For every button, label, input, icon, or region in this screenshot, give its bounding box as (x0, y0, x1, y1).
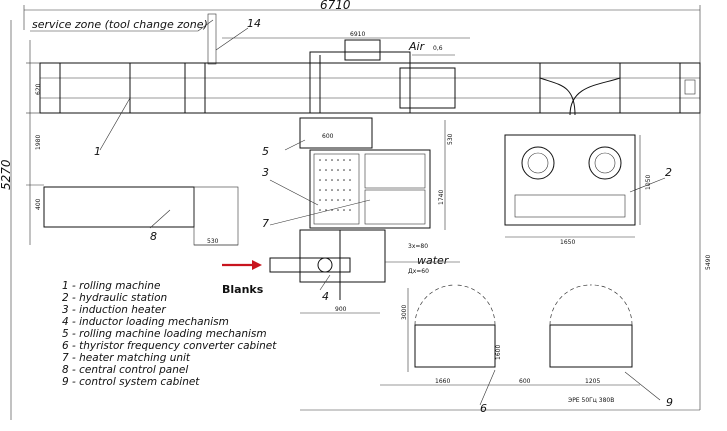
blanks-arrow-head (252, 260, 262, 270)
legend-item-2: 2 - hydraulic station (62, 292, 167, 304)
dim-5490: 5490 (705, 255, 712, 270)
callout-4: 4 (322, 290, 329, 303)
dim-1600: 1600 (495, 345, 502, 360)
dim-3000: 3000 (401, 305, 408, 320)
callout-8: 8 (150, 230, 157, 243)
induction-heater-assembly: 5 600 3 7 530 1740 (262, 117, 454, 230)
callout-3: 3 (262, 166, 269, 179)
dim-900: 900 (335, 306, 347, 313)
callout-14: 14 (247, 17, 261, 30)
right-dimension: 5490 (699, 100, 712, 410)
callout-7: 7 (262, 217, 269, 230)
overall-height-dimension: 5270 (0, 20, 13, 420)
rolling-machine: 1 (39, 39, 701, 158)
dim-6910: 6910 (350, 31, 365, 38)
dim-530-panel: 530 (207, 238, 219, 245)
legend-item-9: 9 - control system cabinet (62, 376, 200, 388)
legend-item-8: 8 - central control panel (62, 364, 188, 376)
dim-620: 620 (35, 83, 42, 95)
legend-item-7: 7 - heater matching unit (62, 352, 191, 364)
top-dimensions: 6910 Air 0,6 (222, 31, 470, 56)
blanks-indicator: Blanks (222, 260, 264, 296)
left-dimensions: 620 1980 400 (26, 40, 44, 245)
heater-coil-dots (319, 159, 351, 211)
legend-item-3: 3 - induction heater (62, 304, 166, 316)
callout-9: 9 (666, 396, 673, 409)
hydraulic-station: 1650 1050 2 (504, 77, 672, 246)
dim-1650: 1650 (560, 239, 575, 246)
tool-rack (207, 13, 217, 65)
dim-1740: 1740 (438, 190, 445, 205)
callout-5: 5 (262, 145, 269, 158)
legend-item-5: 5 - rolling machine loading mechanism (62, 328, 267, 340)
legend-item-1: 1 - rolling machine (62, 280, 160, 292)
service-zone: service zone (tool change zone) 14 (30, 13, 261, 65)
overall-width-dimension: 6710 (23, 0, 701, 100)
legend-item-6: 6 - thyristor frequency converter cabine… (62, 340, 277, 352)
dim-q2: Дх=60 (408, 268, 429, 275)
water-label: water (417, 254, 450, 267)
overall-height-text: 5270 (0, 159, 13, 190)
callout-6: 6 (480, 402, 487, 415)
callout-1: 1 (94, 145, 101, 158)
inductor-loading-mechanism: 900 4 3х=80 Дх=60 water (269, 229, 460, 314)
thyristor-converter-cabinet: 3000 1600 1660 6 (380, 284, 510, 415)
dim-1660: 1660 (435, 378, 450, 385)
dim-400: 400 (35, 198, 42, 210)
legend-item-4: 4 - inductor loading mechanism (62, 316, 229, 328)
air-unit: 0,6 (433, 45, 443, 52)
dim-1980: 1980 (35, 135, 42, 150)
dim-530: 530 (447, 133, 454, 145)
control-system-cabinet: 600 1205 ЭРЕ 50Гц 380В 9 (510, 284, 673, 409)
cable-note: ЭРЕ 50Гц 380В (568, 397, 614, 404)
dim-600-loader: 600 (322, 133, 334, 140)
central-control-panel: 530 8 (43, 186, 239, 246)
dim-600-gap: 600 (519, 378, 531, 385)
service-zone-label: service zone (tool change zone) (32, 18, 208, 31)
blanks-label: Blanks (222, 283, 264, 296)
legend: 1 - rolling machine 2 - hydraulic statio… (62, 280, 277, 388)
dim-1050: 1050 (645, 175, 652, 190)
air-label: Air (408, 40, 426, 53)
dim-q1: 3х=80 (408, 243, 428, 250)
callout-2: 2 (665, 166, 672, 179)
dim-1205: 1205 (585, 378, 600, 385)
overall-width-text: 6710 (320, 0, 351, 12)
